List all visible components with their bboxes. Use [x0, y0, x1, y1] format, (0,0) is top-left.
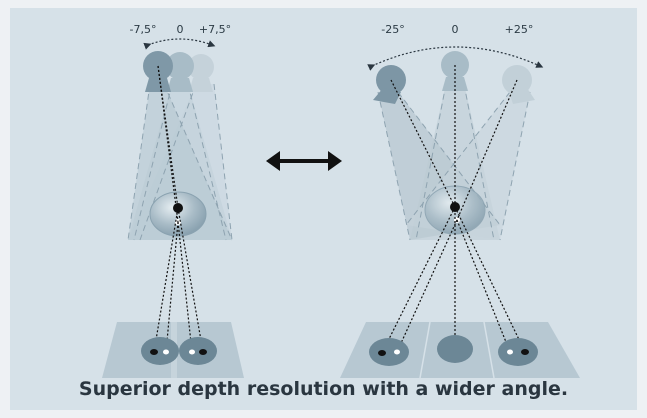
left-spot-white-point [163, 349, 169, 355]
comparison-double-arrow [266, 151, 342, 171]
right-spot-dark-point-2 [521, 349, 529, 355]
left-spot-white-point-2 [189, 349, 195, 355]
right-floor-spot-center [437, 335, 473, 363]
left-floor-spot-left [141, 337, 179, 365]
right-rays [381, 65, 526, 354]
right-floor-divider-2 [483, 321, 495, 379]
right-angle-label-negative: -25° [381, 23, 405, 36]
left-angle-label-positive: +7,5° [198, 23, 232, 36]
left-projector-center [166, 52, 194, 92]
right-spot-white-point-2 [507, 349, 513, 355]
right-cone-edges [377, 83, 531, 241]
right-sweep-arc [367, 46, 544, 71]
left-projector-right [188, 54, 214, 92]
figure-caption: Superior depth resolution with a wider a… [78, 378, 569, 400]
left-spot-dark-point [150, 349, 158, 355]
left-rays [153, 65, 204, 353]
right-floor-spot-left [369, 338, 409, 366]
right-angle-label-positive: +25° [504, 23, 534, 36]
left-object-sphere [149, 191, 207, 237]
right-spot-white-point [394, 349, 400, 355]
left-angle-label-zero: 0 [176, 23, 184, 36]
right-spot-dark-point [378, 350, 386, 356]
left-view [102, 38, 244, 378]
right-angle-label-zero: 0 [451, 23, 459, 36]
left-spot-dark-point-2 [199, 349, 207, 355]
left-sweep-arc [143, 38, 216, 50]
left-projector-left [143, 51, 173, 92]
right-view [340, 46, 580, 379]
right-floor-spot-right [498, 338, 538, 366]
left-angle-label-negative: -7,5° [129, 23, 157, 36]
left-floor-spot-right [179, 337, 217, 365]
left-cone-edges [127, 83, 233, 241]
right-floor-divider-1 [419, 321, 431, 379]
